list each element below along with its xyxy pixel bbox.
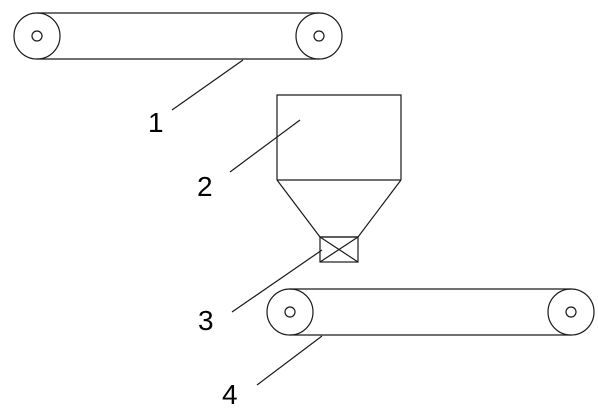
lower-conveyor-left-pulley: [266, 288, 314, 336]
label-upper-conveyor: 1: [148, 107, 164, 138]
leader-line-4: [256, 335, 323, 386]
hopper: [276, 94, 402, 238]
hopper-cone: [276, 179, 402, 238]
upper-conveyor-left-pulley: [13, 12, 61, 60]
upper-conveyor-left-axle: [31, 30, 43, 42]
upper-conveyor: [13, 12, 343, 60]
label-lower-conveyor: 4: [222, 379, 238, 410]
label-hopper: 2: [197, 171, 213, 202]
lower-conveyor-left-axle: [284, 306, 296, 318]
lower-conveyor-right-axle: [565, 306, 577, 318]
lower-conveyor-right-pulley: [547, 288, 595, 336]
lower-conveyor: [266, 288, 595, 336]
upper-conveyor-right-axle: [313, 30, 325, 42]
hopper-bin: [276, 94, 402, 180]
leader-line-3: [231, 249, 323, 313]
leader-line-1: [171, 59, 244, 111]
upper-conveyor-right-pulley: [295, 12, 343, 60]
leader-line-2: [229, 119, 301, 173]
label-feeder: 3: [198, 305, 214, 336]
feeder-box: [319, 236, 359, 263]
feeder-cross-b: [319, 236, 359, 263]
feeder: [319, 236, 359, 263]
